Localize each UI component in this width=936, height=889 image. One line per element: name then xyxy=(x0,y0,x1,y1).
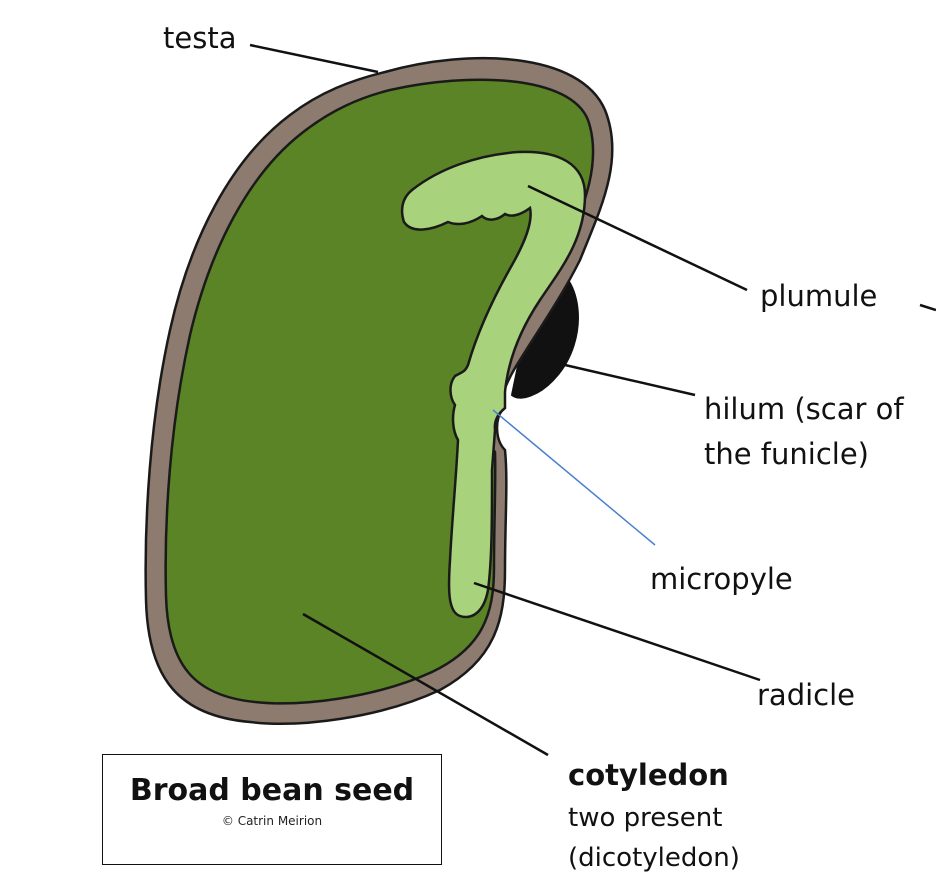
embryo-axis xyxy=(400,150,587,619)
micropyle-label: micropyle xyxy=(650,562,793,596)
cotyledon-label: cotyledon xyxy=(568,758,729,792)
micropyle-leader xyxy=(492,409,656,546)
hilum-leader xyxy=(551,360,696,397)
radicle-leader xyxy=(473,581,761,682)
testa-leader xyxy=(249,43,379,74)
cotyledon-note-line2: (dicotyledon) xyxy=(568,843,740,873)
edge-fragment-line xyxy=(919,303,936,312)
title-box: Broad bean seed © Catrin Meirion xyxy=(102,754,442,865)
testa-label: testa xyxy=(163,21,237,55)
copyright-credit: © Catrin Meirion xyxy=(221,814,323,828)
cotyledon-leader xyxy=(302,612,549,757)
plumule-label: plumule xyxy=(760,279,878,313)
hilum-label-line1: hilum (scar of xyxy=(704,392,904,426)
diagram-title: Broad bean seed xyxy=(129,773,415,808)
plumule-leader xyxy=(527,184,748,292)
cotyledon-note-line1: two present xyxy=(568,803,723,833)
hilum-label-line2: the funicle) xyxy=(704,437,869,471)
radicle-label: radicle xyxy=(757,678,856,712)
